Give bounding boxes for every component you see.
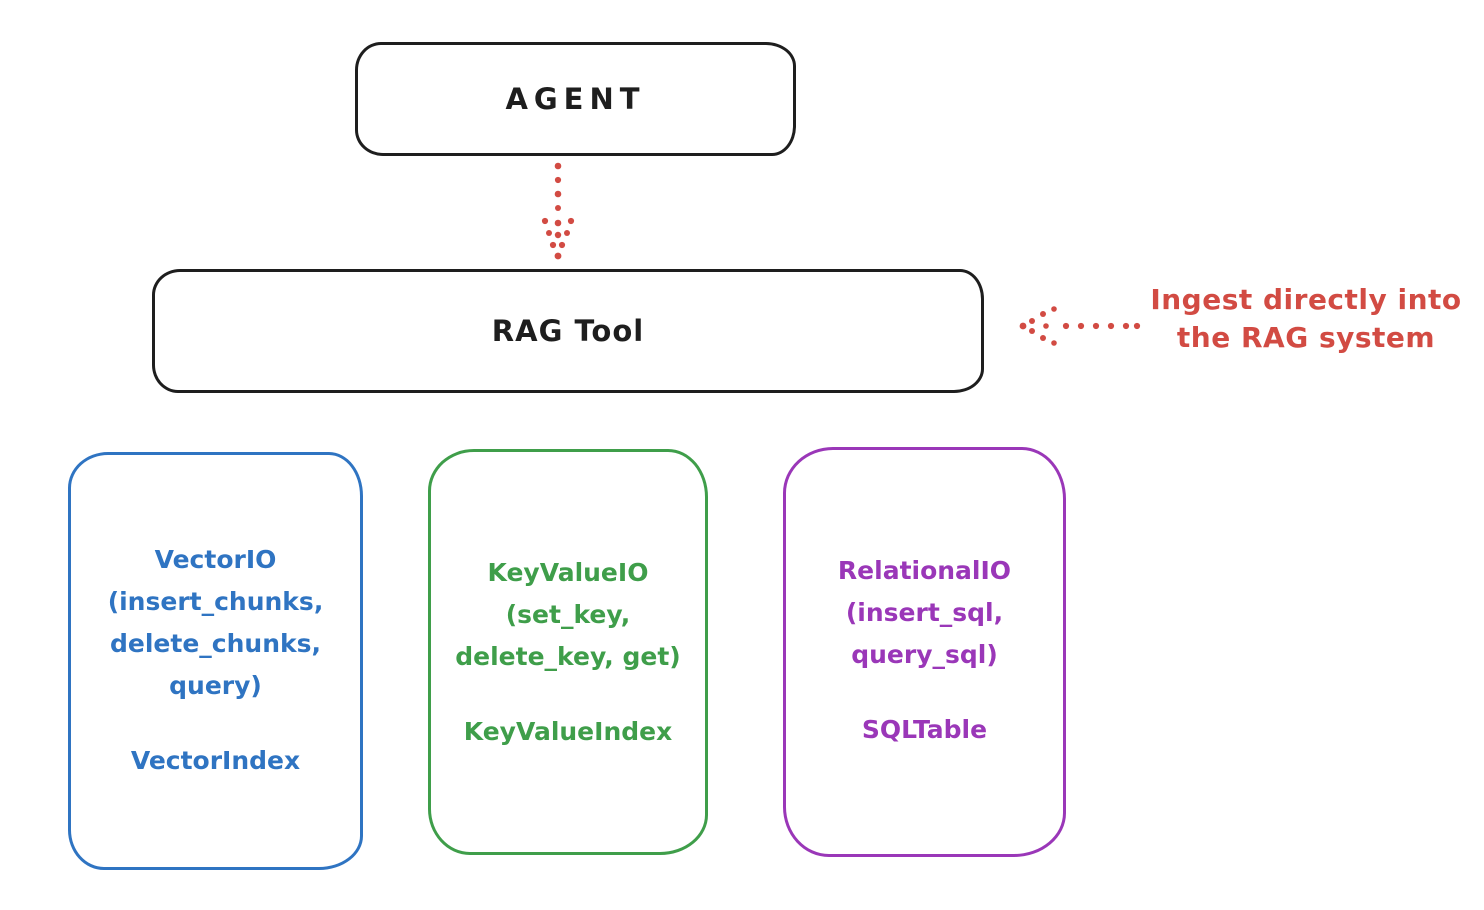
rag-tool-label: RAG Tool — [491, 314, 645, 348]
relational-io-method-line: query_sql) — [851, 640, 998, 669]
ingest-annotation: Ingest directly into the RAG system — [1130, 281, 1482, 357]
relational-io-index-label: SQLTable — [861, 715, 988, 744]
relational-io-method-line: (insert_sql, — [845, 598, 1004, 627]
vector-io-method-line: delete_chunks, — [110, 629, 321, 658]
vector-io-method-line: (insert_chunks, — [107, 587, 324, 616]
ingest-annotation-arrow — [1019, 306, 1141, 346]
relational-io-title: RelationalIO — [837, 556, 1012, 585]
keyvalue-io-index-label: KeyValueIndex — [463, 717, 673, 746]
agent-to-rag-arrow — [541, 162, 575, 260]
keyvalue-io-method-line: delete_key, get) — [455, 642, 681, 671]
keyvalue-io-title: KeyValueIO — [487, 558, 649, 587]
vector-io-index-label: VectorIndex — [130, 746, 301, 775]
agent-node: AGENT — [355, 42, 796, 156]
keyvalue-io-method-line: (set_key, — [505, 600, 631, 629]
relational-io-node: RelationalIO (insert_sql, query_sql) SQL… — [783, 447, 1066, 857]
vector-io-node: VectorIO (insert_chunks, delete_chunks, … — [68, 452, 363, 870]
keyvalue-io-node: KeyValueIO (set_key, delete_key, get) Ke… — [428, 449, 708, 855]
ingest-annotation-line1: Ingest directly into — [1150, 283, 1462, 316]
rag-tool-node: RAG Tool — [152, 269, 984, 393]
agent-label: AGENT — [505, 82, 646, 116]
ingest-annotation-line2: the RAG system — [1176, 321, 1436, 354]
vector-io-title: VectorIO — [154, 545, 277, 574]
vector-io-method-line: query) — [169, 671, 262, 700]
